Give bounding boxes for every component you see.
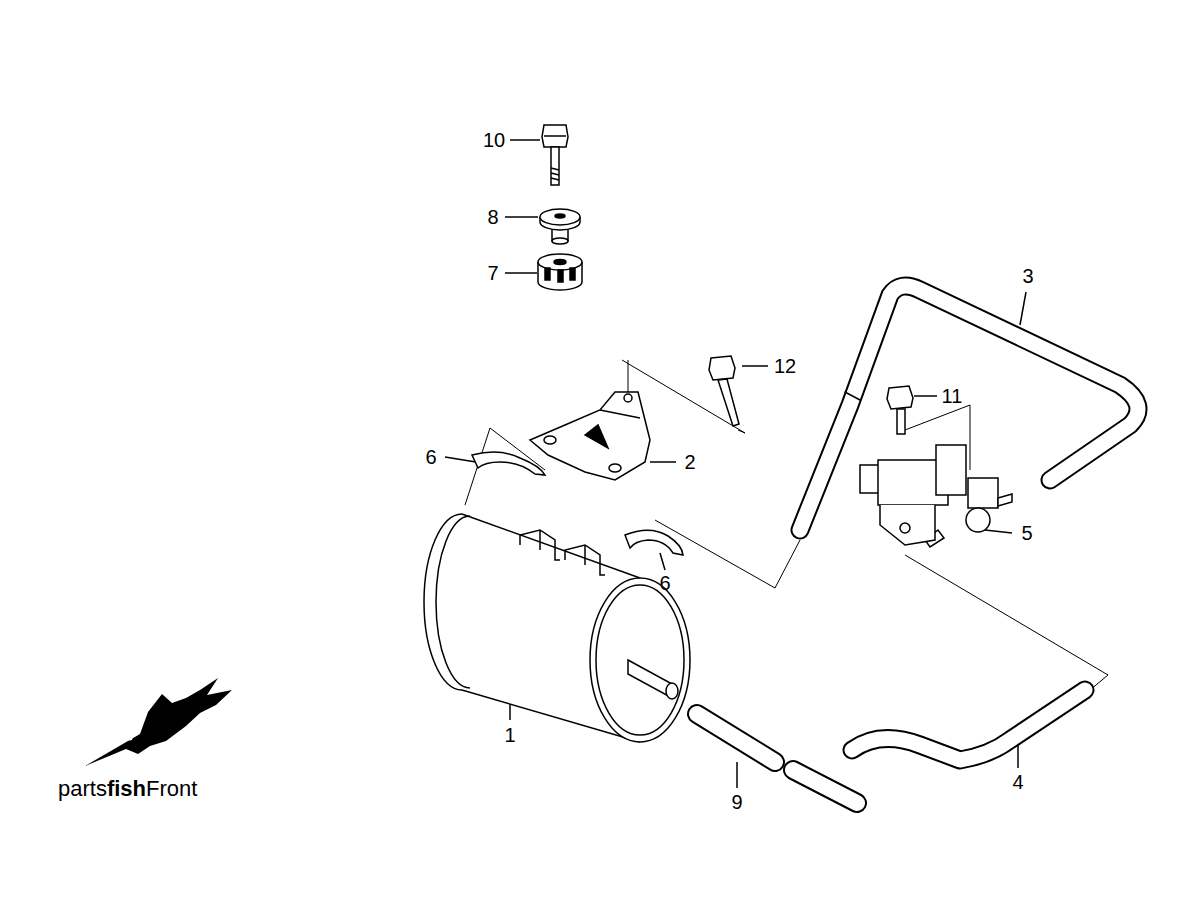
callout-number: 8 xyxy=(487,207,498,227)
callout-number: 9 xyxy=(731,792,742,812)
hose xyxy=(800,286,1138,530)
callout-number: 1 xyxy=(504,725,515,745)
washer xyxy=(540,209,580,244)
callout-number: 6 xyxy=(425,447,436,467)
solenoid-valve xyxy=(860,386,1012,547)
watermark-text: parts xyxy=(58,776,107,801)
callout-number: 7 xyxy=(487,263,498,283)
bolt xyxy=(542,125,568,185)
callout-number: 5 xyxy=(1021,523,1032,543)
hose xyxy=(852,690,1085,760)
callout-number: 10 xyxy=(483,130,505,150)
watermark-text: fish xyxy=(107,776,146,801)
logo-fish xyxy=(85,678,232,766)
grommet xyxy=(538,254,582,290)
callout-number: 11 xyxy=(942,386,963,406)
canister xyxy=(424,514,690,742)
callout-number: 3 xyxy=(1022,266,1033,286)
bolt xyxy=(709,356,739,426)
watermark-text: Front xyxy=(146,776,197,801)
callout-number: 12 xyxy=(774,356,796,376)
bracket xyxy=(530,392,650,480)
callout-number: 2 xyxy=(684,452,695,472)
hose xyxy=(697,714,857,803)
callout-number: 6 xyxy=(659,573,670,593)
leader-lines xyxy=(445,140,1026,788)
watermark: partsfishFront xyxy=(58,778,197,800)
callout-number: 4 xyxy=(1012,772,1023,792)
